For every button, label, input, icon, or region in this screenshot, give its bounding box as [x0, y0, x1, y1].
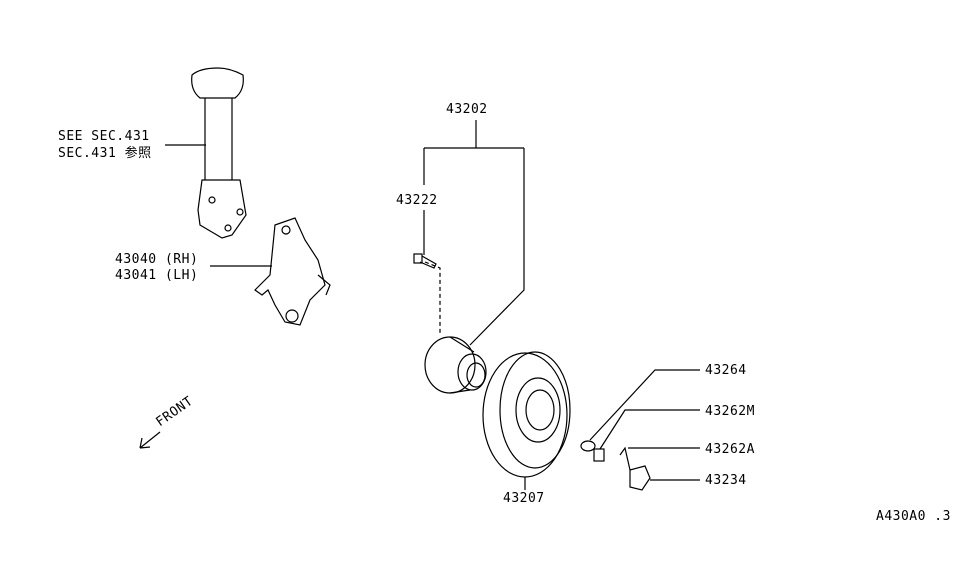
label-see-sec-jp: SEC.431 参照: [58, 146, 152, 161]
knuckle-illustration: [254, 217, 331, 326]
bolt-illustration: [413, 253, 437, 269]
label-nut-a: 43262A: [705, 442, 755, 457]
rotor-illustration: [482, 351, 571, 478]
label-knuckle-lh: 43041 (LH): [115, 268, 199, 283]
label-rotor: 43207: [503, 491, 545, 506]
front-arrow-icon: [139, 431, 161, 449]
label-cap: 43234: [705, 473, 747, 488]
leader-line: [599, 409, 700, 450]
leader-line: [589, 369, 700, 441]
diagram-code: A430A0 .3: [876, 509, 951, 524]
washer-illustration: [580, 440, 596, 452]
cap-illustration: [629, 465, 651, 491]
dashed-leader: [424, 261, 441, 335]
label-nut-m: 43262M: [705, 404, 755, 419]
leader-line: [619, 446, 700, 471]
hub-illustration: [424, 336, 487, 394]
label-bolt: 43222: [396, 193, 438, 208]
nut-illustration: [593, 448, 605, 462]
leader-line: [423, 120, 525, 346]
label-washer: 43264: [705, 363, 747, 378]
label-see-sec: SEE SEC.431: [58, 129, 150, 144]
label-hub-assy: 43202: [446, 102, 488, 117]
strut-illustration: [191, 67, 247, 239]
label-knuckle-rh: 43040 (RH): [115, 252, 199, 267]
